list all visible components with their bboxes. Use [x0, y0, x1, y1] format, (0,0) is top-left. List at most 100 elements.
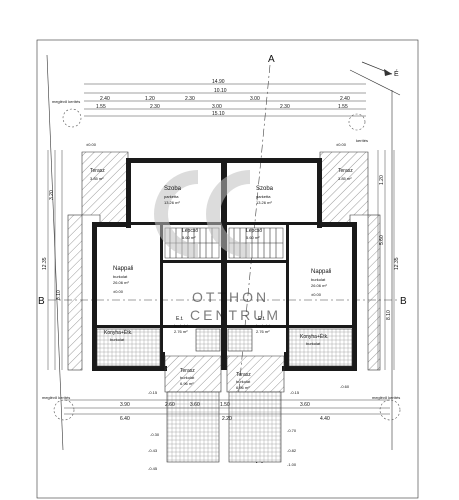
dim-bottom-row2: 4.40 — [320, 416, 330, 422]
axis-label-b-left: B — [38, 296, 45, 307]
room-floor: burkolat — [306, 341, 321, 346]
tree-icon — [379, 399, 401, 421]
dim-left: 8.10 — [56, 290, 62, 300]
north-arrow: É — [361, 61, 399, 78]
axis-label-a-top: A — [268, 54, 275, 65]
dim-left: 12.35 — [42, 257, 48, 270]
level-marker: -1.00 — [287, 462, 297, 467]
room-name: Konyha+Étk. — [300, 333, 329, 340]
north-label: É — [394, 69, 399, 78]
tree-icon — [62, 108, 82, 128]
level-markers: ±0.00 ±0.00 -0.15 -0.15 -0.60 -0.30 -0.4… — [86, 142, 350, 471]
fence-label: kerítés — [356, 138, 368, 143]
room-floor: parketta — [256, 194, 271, 199]
plot-boundary-diag — [349, 69, 401, 96]
room-name: Konyha+Étk. — [104, 329, 133, 336]
room-name: Szoba — [164, 186, 182, 192]
terrace-bottom-right — [226, 355, 285, 393]
watermark-line1: OTTHON — [192, 289, 269, 305]
room-name: Nappali — [113, 266, 133, 272]
dim-top-row1: 1.20 — [145, 96, 155, 102]
room-area: 13.26 m² — [164, 200, 180, 205]
dim-top-row1: 2.40 — [340, 96, 350, 102]
room-name: Nappali — [311, 269, 331, 275]
tree-label: meglévő kerítés — [42, 395, 70, 400]
room-level: ±0.00 — [113, 289, 124, 294]
dim-right: 5.60 — [379, 235, 385, 245]
room-name: E.t. — [258, 316, 266, 322]
terrace-bottom-left — [164, 355, 222, 393]
level-marker: -0.15 — [148, 390, 158, 395]
dim-top-row1: 3.00 — [250, 96, 260, 102]
dim-top-row2: 2.30 — [280, 104, 290, 110]
room-labels: Terasz 3.85 m² Terasz 3.85 m² Szoba park… — [90, 168, 353, 390]
room-name: Terasz — [180, 368, 195, 374]
room-floor: burkolat — [110, 337, 125, 342]
level-marker: -0.43 — [148, 448, 158, 453]
terrace-top-right — [319, 151, 369, 226]
level-marker: ±0.00 — [336, 142, 347, 147]
level-marker: -0.70 — [287, 428, 297, 433]
watermark-line2: CENTRUM — [190, 307, 281, 323]
dim-left: 3.20 — [49, 190, 55, 200]
dim-bottom-row2: 2.20 — [222, 416, 232, 422]
dim-bottom-row1: 3.60 — [300, 402, 310, 408]
wc-floor-left — [195, 328, 221, 352]
pavement-left — [67, 214, 83, 371]
tree-icon — [348, 113, 366, 131]
room-area: 2.76 m² — [256, 329, 270, 334]
level-marker: -0.82 — [287, 448, 297, 453]
level-marker: -0.60 — [340, 384, 350, 389]
room-area: 3.85 m² — [90, 176, 104, 181]
level-marker: -0.30 — [150, 432, 160, 437]
dim-right: 8.10 — [386, 310, 392, 320]
dim-bottom-row2: 6.40 — [120, 416, 130, 422]
dimension-chain-left: 12.35 3.20 8.10 — [42, 150, 63, 370]
kitchen-floor-left — [96, 328, 161, 367]
dim-bottom-row1: 3.90 — [120, 402, 130, 408]
tree-icon — [53, 399, 75, 421]
room-floor: burkolat — [311, 277, 326, 282]
dim-top-row1: 2.40 — [100, 96, 110, 102]
dimension-chain-right: 12.35 1.20 5.60 8.10 — [377, 150, 400, 370]
level-marker: ±0.00 — [86, 142, 97, 147]
room-floor: burkolat — [180, 375, 195, 380]
dim-inner: 10.10 — [214, 88, 227, 94]
dim-right: 12.35 — [394, 257, 400, 270]
garden-path-right — [228, 391, 282, 463]
dim-bottom-row1: 2.60 — [165, 402, 175, 408]
tree-label: meglévő kerítés — [52, 99, 80, 104]
dim-bottom-row1: 1.50 — [220, 402, 230, 408]
room-name: Terasz — [236, 372, 251, 378]
room-floor: burkolat — [236, 379, 251, 384]
room-name: Terasz — [338, 168, 353, 174]
room-name: Lépcső — [246, 228, 262, 234]
room-floor: burkolat — [174, 323, 189, 328]
axis-label-b-right: B — [400, 296, 407, 307]
room-area: 26.06 m² — [113, 280, 129, 285]
terrace-top-left — [81, 151, 129, 226]
room-name: Terasz — [90, 168, 105, 174]
room-area: 5.60 m² — [182, 235, 196, 240]
room-name: Lépcső — [182, 228, 198, 234]
dim-overall: 15.10 — [212, 111, 225, 117]
level-marker: -0.45 — [148, 466, 158, 471]
watermark: OTTHON CENTRUM — [154, 170, 281, 323]
sheet-border — [36, 39, 419, 499]
dim-top-row2: 2.30 — [150, 104, 160, 110]
dim-top-row2: 1.55 — [338, 104, 348, 110]
dimension-chain-bottom: 3.90 2.60 3.60 1.50 3.60 6.40 2.20 4.40 — [64, 399, 390, 422]
room-name: E.t. — [176, 316, 184, 322]
dim-top-row1: 2.30 — [185, 96, 195, 102]
room-floor: parketta — [164, 194, 179, 199]
room-area: 5.60 m² — [246, 235, 260, 240]
wc-floor-right — [227, 328, 253, 352]
building-walls — [92, 158, 357, 371]
room-area: 6.96 m² — [236, 385, 250, 390]
tree-label: meglévő kerítés — [372, 395, 400, 400]
dim-total: 14.90 — [212, 79, 225, 85]
dim-top-row2: 3.00 — [212, 104, 222, 110]
dimension-chain-top: 14.90 10.10 2.40 1.20 2.30 3.00 2.40 1.5… — [84, 79, 366, 117]
room-area: 13.26 m² — [256, 200, 272, 205]
